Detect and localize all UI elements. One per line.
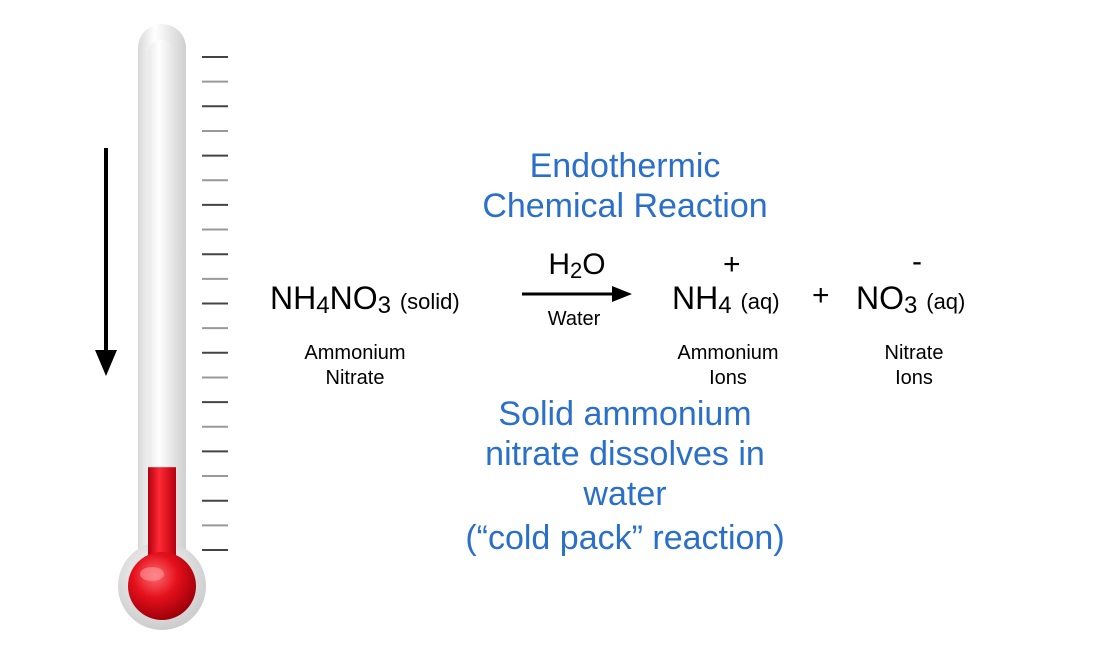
product1-charge: + <box>723 248 741 281</box>
product1-formula: NH4 (aq) <box>672 280 780 319</box>
arrow-below-label: Water <box>547 308 601 330</box>
arrow-catalyst: H2O <box>548 248 606 283</box>
reaction-arrow-icon <box>522 286 632 302</box>
title-line-2: Chemical Reaction <box>482 187 768 225</box>
caption-line-4: (“cold pack” reaction) <box>465 519 785 557</box>
reactant-state: (solid) <box>399 289 460 314</box>
down-arrow-icon <box>95 148 117 376</box>
product2-name: Nitrate Ions <box>884 342 944 389</box>
product1-name: Ammonium Ions <box>677 342 779 389</box>
product2-formula: NO3 (aq) <box>856 280 966 319</box>
caption-line-3: water <box>583 475 667 513</box>
plus-sign: + <box>812 279 830 312</box>
diagram-title: Endothermic Chemical Reaction <box>425 146 825 226</box>
reactant-name: Ammonium Nitrate <box>304 342 406 389</box>
reactant-formula: NH4NO3 (solid) <box>270 280 460 319</box>
thermometer-ticks <box>202 56 228 551</box>
product2-charge: - <box>912 245 922 278</box>
thermometer <box>95 24 228 630</box>
thermometer-bulb <box>128 552 196 620</box>
thermometer-channel <box>148 40 176 570</box>
caption-line-1: Solid ammonium <box>498 395 752 433</box>
title-line-1: Endothermic <box>529 147 721 185</box>
caption-line-2: nitrate dissolves in <box>485 435 765 473</box>
reaction-caption: Solid ammonium nitrate dissolves in wate… <box>400 394 850 558</box>
